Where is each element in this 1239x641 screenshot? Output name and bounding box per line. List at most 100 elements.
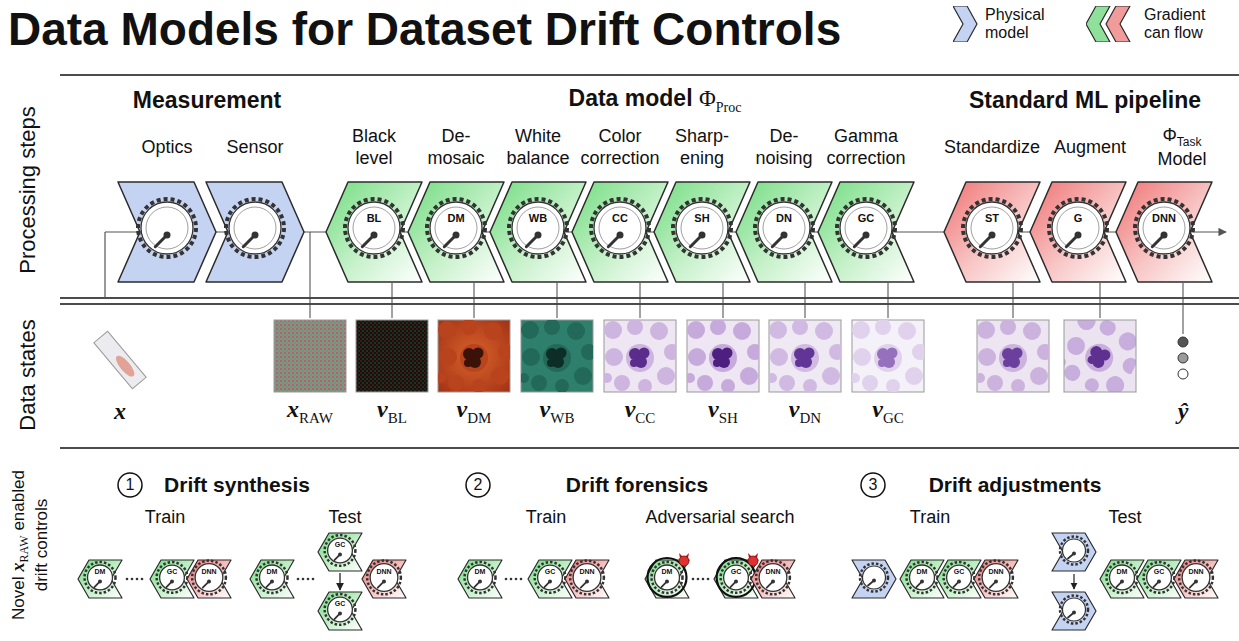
processing-step: DM: [458, 560, 502, 598]
color-corrected-image: [602, 319, 680, 393]
heading-line: Augment: [1030, 137, 1150, 159]
label-group: Drift synthesis: [164, 473, 310, 497]
chevron-shape: [565, 560, 609, 598]
pipeline-step: DNN: [565, 560, 609, 598]
chevron-shape: [645, 560, 689, 598]
step-abbreviation: CC: [612, 212, 628, 225]
adversary-icon: [748, 553, 758, 566]
subscript: WB: [550, 410, 574, 426]
chevron-shape: [944, 182, 1040, 282]
rule: [60, 74, 1239, 76]
label-group: ŷ: [1178, 398, 1189, 426]
subscript: BL: [388, 410, 407, 426]
connector-arrow: [339, 573, 340, 590]
adversary-icon: [679, 553, 689, 566]
step-abbreviation: GC: [167, 568, 178, 576]
step-abbreviation: GC: [335, 541, 346, 549]
chevron-shape: [1174, 560, 1218, 598]
parameter-dial: [963, 199, 1021, 257]
data-state-symbol: v: [789, 396, 800, 422]
step-abbreviation: DNN: [579, 568, 594, 576]
step-name: White balance: [506, 126, 569, 168]
parameter-dial: [907, 562, 938, 593]
parameter-dial: [979, 561, 1013, 595]
phase-label: Test: [328, 507, 361, 527]
heading-line: Black level: [343, 126, 405, 169]
processing-step: Gamma correctionGC: [818, 182, 914, 282]
data-state-symbol: v: [872, 396, 883, 422]
chevron-shape: [751, 560, 795, 598]
data-state-symbol: v: [540, 396, 551, 422]
step-abbreviation: GC: [731, 568, 742, 576]
parameter-dial: [325, 594, 356, 625]
legend-swatch: [1106, 6, 1130, 42]
label-group: vWB: [540, 396, 575, 427]
parameter-dial: [535, 562, 566, 593]
label-group: Drift adjustments: [929, 473, 1102, 497]
parameter-dial: [591, 199, 649, 257]
callout-number: 2: [465, 472, 491, 498]
heading-line: White balance: [502, 126, 574, 169]
phase-label: Train: [910, 507, 950, 527]
heading-line: Sharp- ening: [671, 126, 733, 169]
subscript: DN: [799, 410, 821, 426]
step-name: Gamma correction: [826, 126, 905, 168]
callout-number: 1: [117, 472, 143, 498]
rule: [60, 447, 1239, 449]
step-abbreviation: GC: [335, 600, 346, 608]
control-heading: Drift synthesis: [164, 473, 310, 496]
parameter-dial: [138, 199, 196, 257]
step-abbreviation: DNN: [201, 568, 216, 576]
parameter-dial: [367, 561, 401, 595]
chevron-shape: [974, 560, 1018, 598]
sharpened-image: [685, 319, 763, 393]
subscript: GC: [883, 410, 904, 426]
black-level-image: [356, 320, 428, 392]
step-abbreviation: DM: [95, 568, 106, 576]
physical-step: Sensor: [206, 182, 304, 282]
parameter-dial: [1144, 562, 1175, 593]
step-name: De- noising: [755, 126, 812, 168]
label-group: vGC: [872, 396, 904, 427]
control-heading: Drift forensics: [566, 473, 708, 496]
label-group: Train: [526, 507, 566, 528]
standardized-image: [975, 319, 1053, 393]
label-group: vDN: [789, 396, 821, 427]
pipeline-step: DNN: [974, 560, 1018, 598]
step-name: Augment: [1054, 137, 1126, 157]
pipeline-step: StandardizeST: [944, 182, 1040, 282]
heading-line: ΦTask: [1122, 125, 1239, 149]
row-label: Processing steps: [15, 106, 40, 274]
chevron-shape: [318, 592, 362, 630]
control-heading: Drift adjustments: [929, 473, 1102, 496]
callout-number: 3: [860, 472, 886, 498]
step-heading: Color correction: [542, 126, 698, 169]
step-name: De- mosaic: [427, 126, 484, 168]
chevron-shape: [318, 533, 362, 571]
step-heading: Augment: [1012, 137, 1168, 159]
legend-text: Physical model: [985, 6, 1065, 42]
pipeline-step: ΦTaskModelDNN: [1116, 182, 1212, 282]
demosaic-image: [436, 319, 514, 393]
step-abbreviation: G: [1074, 212, 1083, 225]
step-heading: Optics: [88, 137, 246, 159]
step-abbreviation: DNN: [1188, 568, 1203, 576]
pipeline-step: DNN: [1174, 560, 1218, 598]
step-abbreviation: DM: [475, 568, 486, 576]
section-rules: [60, 75, 1239, 448]
parameter-dial: [717, 558, 756, 597]
chevron-shape: [78, 560, 122, 598]
legend-swatch: [953, 6, 977, 42]
legend-swatch: [1086, 6, 1132, 42]
step-name: Color correction: [580, 126, 659, 168]
parameter-dial: [157, 562, 188, 593]
step-name: Sharp- ening: [675, 126, 729, 168]
heading-line: De- noising: [752, 126, 816, 169]
data-state-symbol: v: [625, 396, 636, 422]
parameter-dial: [1107, 562, 1138, 593]
step-abbreviation: DM: [447, 212, 464, 225]
parameter-dial: [192, 561, 226, 595]
parameter-dial: [756, 561, 790, 595]
parameter-dial: [837, 199, 895, 257]
